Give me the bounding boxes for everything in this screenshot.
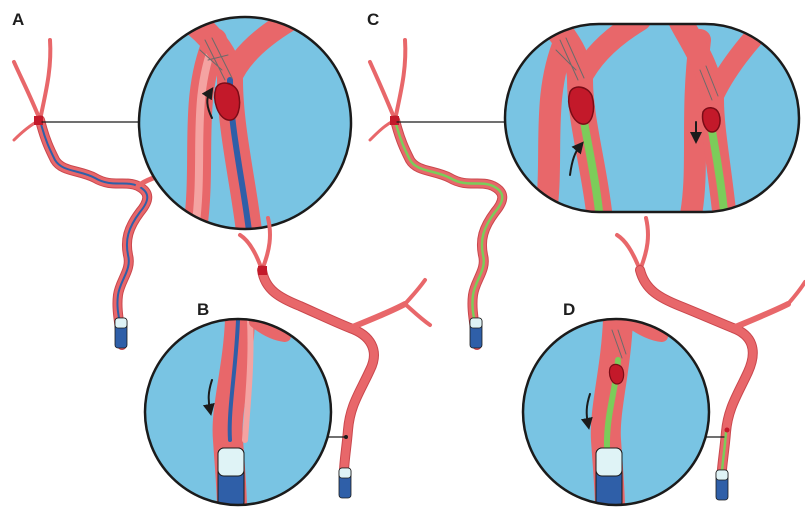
- panel-c-vessel-tree: [370, 40, 505, 348]
- panel-a-vessel-tree: [14, 40, 162, 348]
- inset-a-clot-retrieval: [139, 17, 351, 240]
- inset-d-clot-retrieved-into-catheter: [523, 319, 709, 508]
- inset-c-stentriever-withdrawal: [505, 20, 799, 220]
- inset-b-catheter-aspiration: [145, 319, 331, 508]
